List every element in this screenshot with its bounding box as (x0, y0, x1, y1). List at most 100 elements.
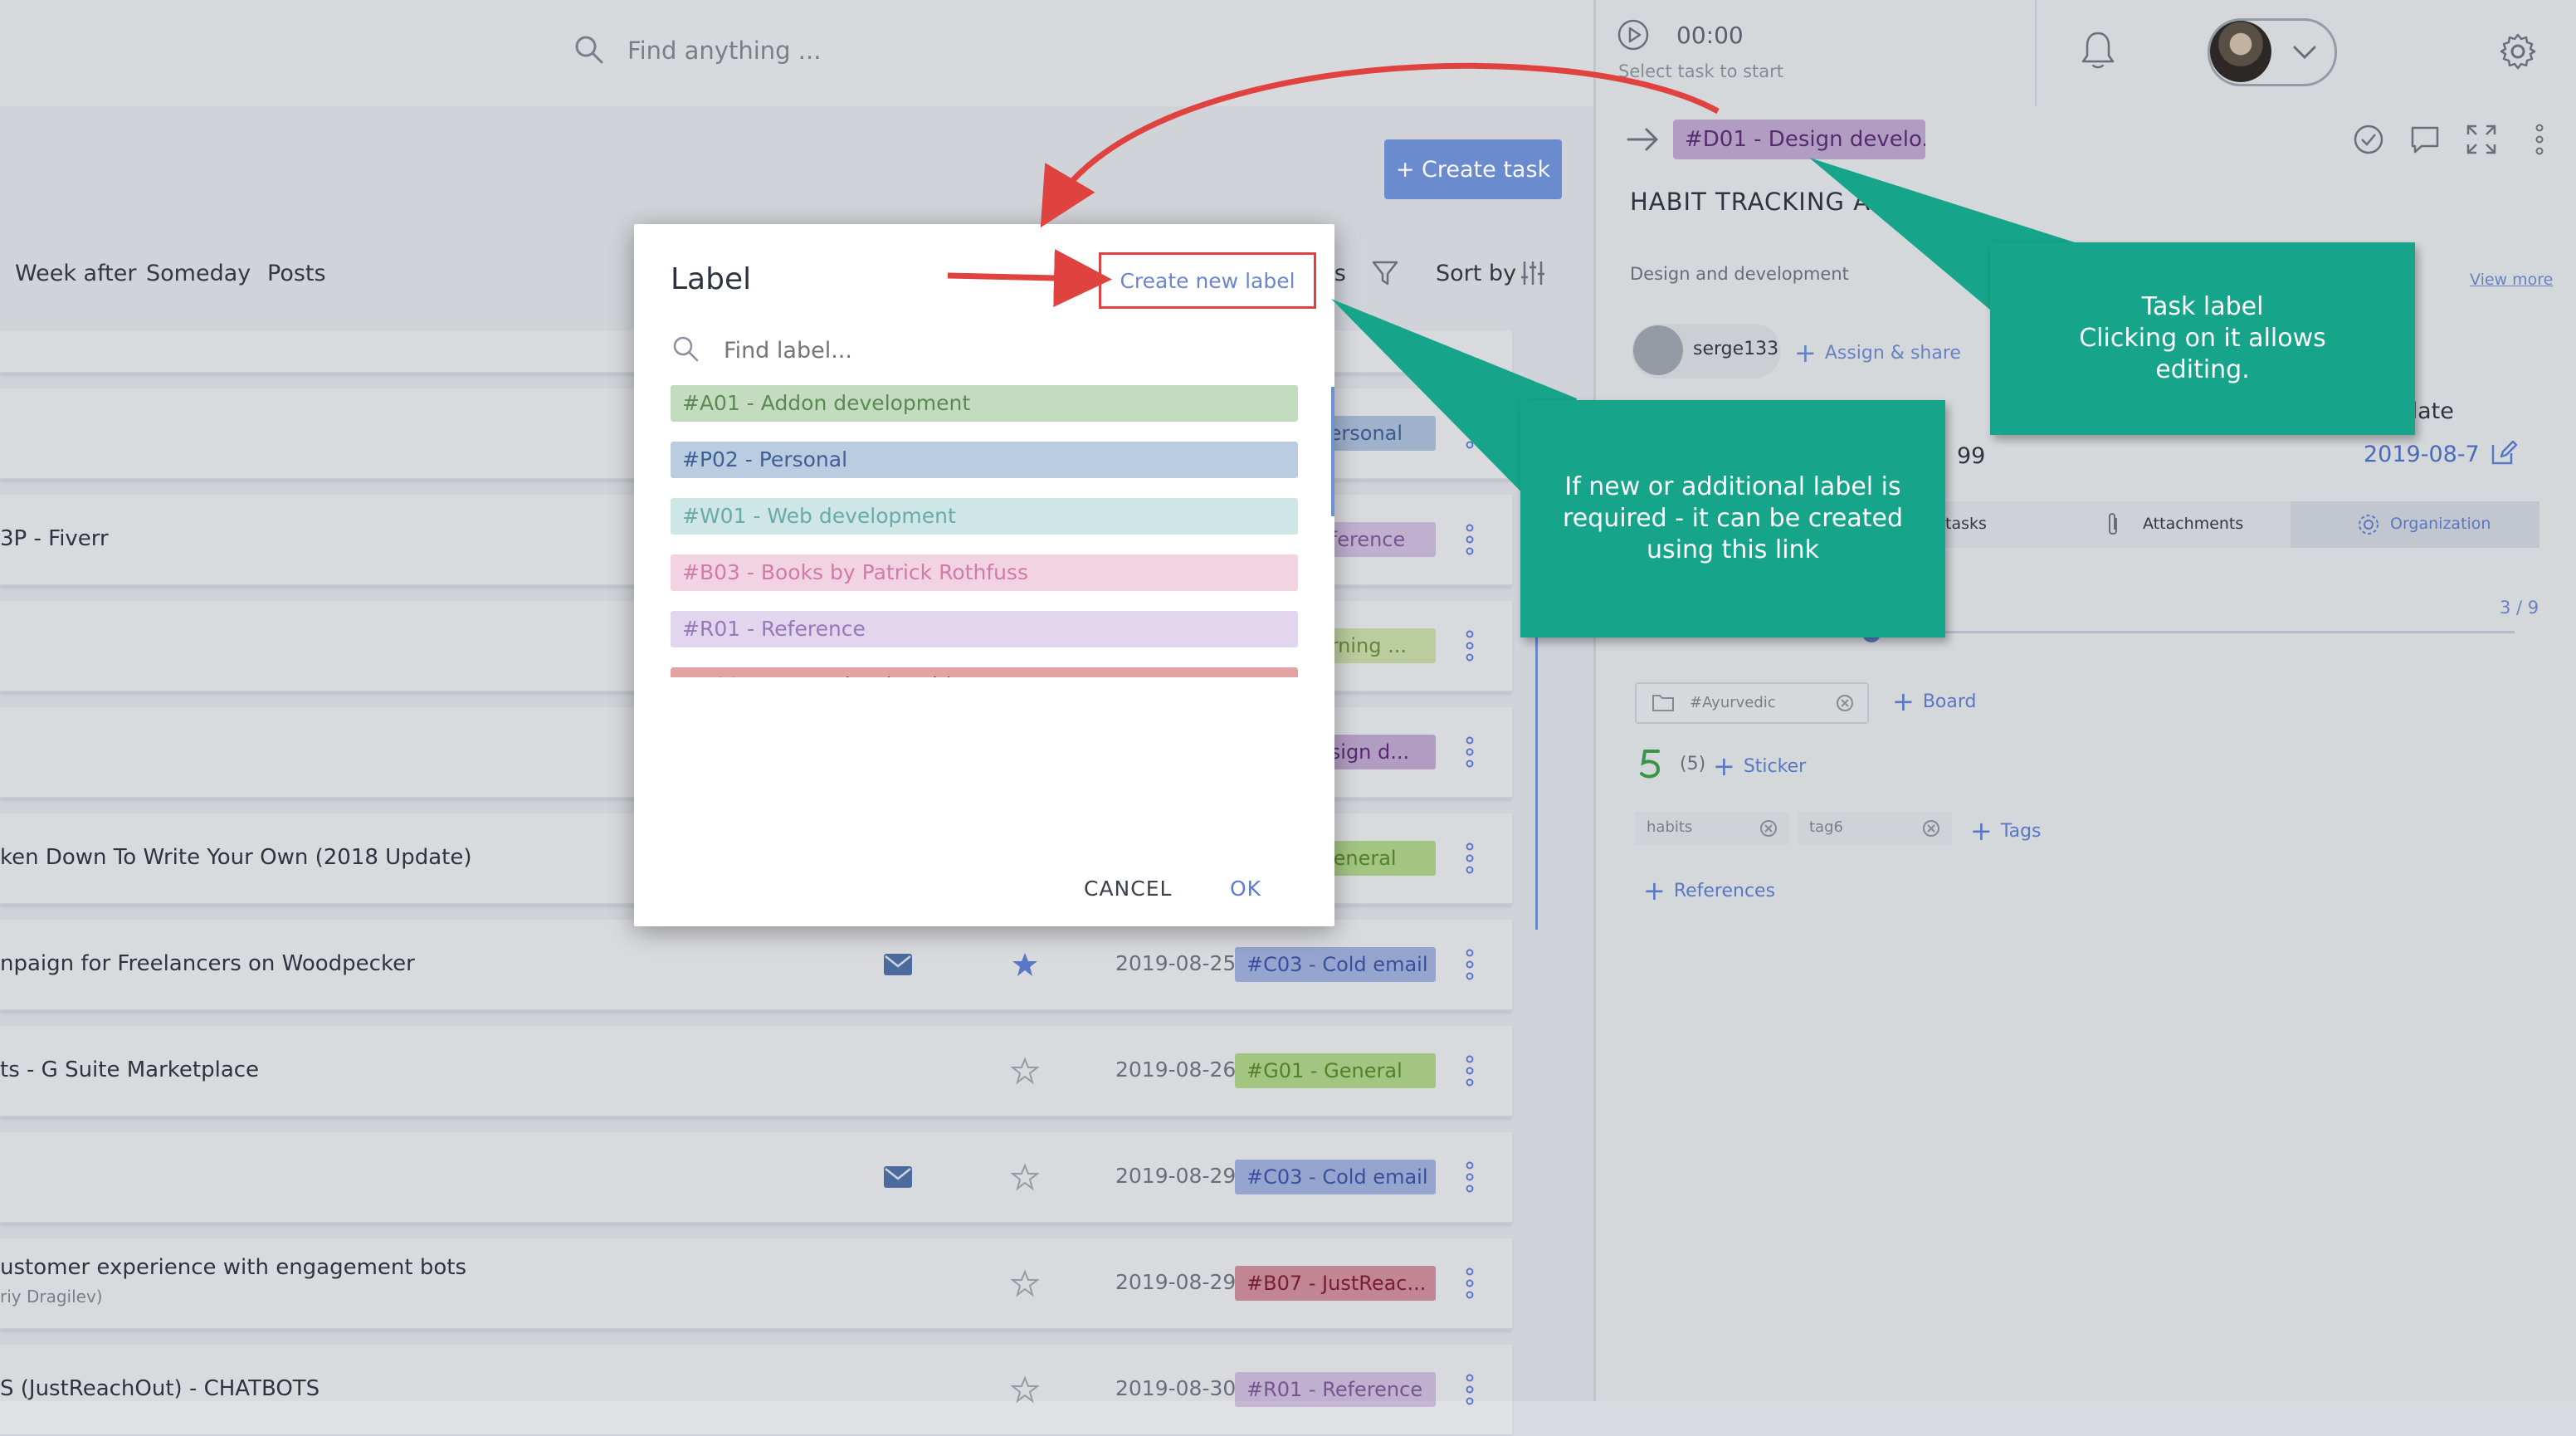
task-date: 2019-08-25 (1115, 951, 1237, 975)
comment-icon[interactable] (2408, 123, 2442, 156)
assignee-name: serge133 (1693, 339, 1779, 359)
search-icon (673, 336, 699, 362)
label-list-scrollbar[interactable] (1331, 387, 1334, 516)
task-title[interactable]: ustomer experience with engagement bots (0, 1255, 467, 1280)
task-subtitle: riy Dragilev) (0, 1287, 103, 1307)
gear-icon[interactable] (2498, 32, 2538, 71)
check-circle-icon[interactable] (2352, 123, 2385, 156)
search-icon[interactable] (573, 33, 606, 66)
cancel-button[interactable]: CANCEL (1084, 877, 1173, 901)
board-chip-label: #Ayurvedic (1690, 694, 1776, 711)
star-filled-icon[interactable] (1011, 950, 1039, 979)
label-option[interactable]: #A01 - Addon development (671, 385, 1298, 422)
star-outline-icon[interactable] (1011, 1163, 1039, 1191)
dialog-title: Label (671, 262, 752, 296)
task-date: 2019-08-30 (1115, 1376, 1237, 1400)
add-sticker-link[interactable]: +Sticker (1713, 750, 1806, 782)
close-circle-icon[interactable] (1922, 819, 1940, 838)
task-title[interactable]: npaign for Freelancers on Woodpecker (0, 951, 415, 976)
more-vertical-icon[interactable] (1464, 948, 1476, 981)
close-circle-icon[interactable] (1836, 694, 1854, 712)
close-circle-icon[interactable] (1759, 819, 1778, 838)
avatar (2210, 21, 2271, 82)
board-chip[interactable]: #Ayurvedic (1635, 682, 1869, 724)
task-label-badge[interactable]: #C03 - Cold email (1235, 947, 1436, 982)
gear-small-icon (2359, 515, 2378, 535)
create-new-label-link[interactable]: Create new label (1099, 252, 1316, 309)
add-references-link[interactable]: + References (1643, 875, 1775, 906)
task-label-badge[interactable]: #G01 - General (1235, 1053, 1436, 1088)
global-search-input[interactable]: Find anything ... (627, 37, 822, 65)
tag-label: tag6 (1809, 818, 1843, 836)
task-label-badge[interactable]: #B07 - JustReac... (1235, 1266, 1436, 1301)
plus-icon: + (1643, 875, 1666, 906)
tab-week-after[interactable]: Week after (15, 261, 137, 286)
plus-icon: + (1970, 815, 1993, 847)
star-outline-icon[interactable] (1011, 1269, 1039, 1297)
view-more-link[interactable]: View more (2470, 271, 2554, 289)
plus-icon: + (1713, 750, 1735, 782)
mail-icon[interactable] (883, 953, 913, 976)
add-references-label: References (1673, 881, 1776, 901)
progress-count: 3 / 9 (2500, 598, 2539, 618)
label-search-input[interactable] (722, 337, 1256, 364)
callout-task-label: Task label Clicking on it allows editing… (1990, 242, 2415, 435)
filter-icon[interactable] (1371, 259, 1399, 287)
table-row[interactable]: 2019-08-29#C03 - Cold email (0, 1132, 1512, 1224)
sticker-icon (1640, 750, 1661, 779)
task-date: 2019-08-26 (1115, 1057, 1237, 1082)
user-menu[interactable] (2208, 18, 2337, 86)
label-option[interactable]: #P02 - Personal (671, 442, 1298, 478)
task-title[interactable]: 3P - Fiverr (0, 526, 109, 551)
task-label-badge[interactable]: #C03 - Cold email (1235, 1160, 1436, 1194)
more-vertical-icon[interactable] (1464, 1054, 1476, 1087)
expand-icon[interactable] (2465, 123, 2498, 156)
detail-tabs: tasks Attachments Organization (1934, 501, 2539, 548)
add-tags-link[interactable]: +Tags (1970, 815, 2042, 847)
tag-chip[interactable]: tag6 (1798, 812, 1952, 845)
more-vertical-icon[interactable] (1464, 735, 1476, 769)
task-list-scrollbar[interactable] (1535, 631, 1538, 930)
sort-settings-icon[interactable] (1519, 259, 1547, 287)
tag-chip[interactable]: habits (1635, 812, 1789, 845)
star-outline-icon[interactable] (1011, 1375, 1039, 1404)
task-date: 2019-08-29 (1115, 1270, 1237, 1294)
due-date-value[interactable]: 2019-08-7 (2364, 442, 2480, 467)
more-vertical-icon[interactable] (2531, 123, 2548, 156)
task-title[interactable]: ts - G Suite Marketplace (0, 1057, 260, 1082)
more-vertical-icon[interactable] (1464, 523, 1476, 556)
star-outline-icon[interactable] (1011, 1057, 1039, 1085)
more-vertical-icon[interactable] (1464, 1267, 1476, 1300)
label-option[interactable]: #R01 - Reference (671, 611, 1298, 647)
plus-icon: + (1794, 337, 1817, 369)
bell-icon[interactable] (2080, 30, 2116, 71)
paperclip-icon (2109, 513, 2117, 535)
ok-button[interactable]: OK (1230, 877, 1262, 901)
tab-posts[interactable]: Posts (267, 261, 326, 286)
more-vertical-icon[interactable] (1464, 629, 1476, 662)
edit-icon[interactable] (2490, 438, 2518, 466)
task-title[interactable]: S (JustReachOut) - CHATBOTS (0, 1376, 320, 1401)
task-title[interactable]: ken Down To Write Your Own (2018 Update) (0, 845, 472, 870)
label-option[interactable]: #A02 - Accounting (Intuit) (671, 667, 1298, 677)
play-icon[interactable] (1617, 18, 1650, 51)
mail-icon[interactable] (883, 1165, 913, 1189)
tab-tasks[interactable]: tasks (1945, 515, 1987, 533)
tab-attachments[interactable]: Attachments (2143, 515, 2244, 533)
more-vertical-icon[interactable] (1464, 842, 1476, 875)
sort-by-button[interactable]: Sort by (1436, 261, 1517, 286)
label-option[interactable]: #B03 - Books by Patrick Rothfuss (671, 554, 1298, 591)
table-row[interactable]: ustomer experience with engagement bots r… (0, 1238, 1512, 1330)
tab-organization[interactable]: Organization (2291, 501, 2539, 548)
add-board-link[interactable]: +Board (1892, 686, 1976, 717)
label-dialog: Label Create new label #A01 - Addon deve… (634, 224, 1334, 926)
assign-share-link[interactable]: +Assign & share (1794, 337, 1961, 369)
folder-icon (1652, 695, 1674, 711)
label-list: #A01 - Addon development #P02 - Personal #… (671, 385, 1298, 677)
label-option[interactable]: #W01 - Web development (671, 498, 1298, 535)
more-vertical-icon[interactable] (1464, 1160, 1476, 1194)
assignee-chip[interactable]: serge133 (1632, 324, 1781, 379)
tab-someday[interactable]: Someday (146, 261, 251, 286)
table-row[interactable]: ts - G Suite Marketplace 2019-08-26#G01 -… (0, 1026, 1512, 1117)
table-row[interactable]: npaign for Freelancers on Woodpecker 2019… (0, 920, 1512, 1011)
